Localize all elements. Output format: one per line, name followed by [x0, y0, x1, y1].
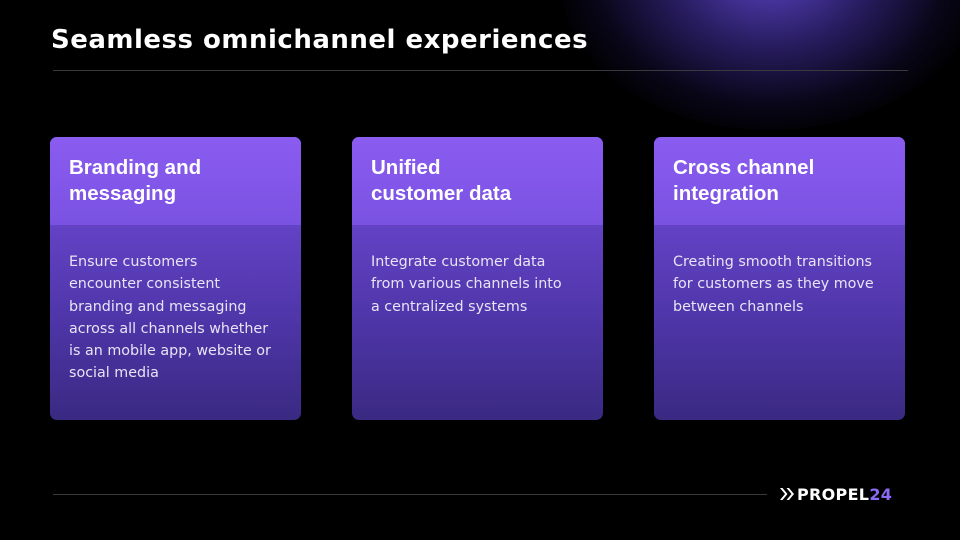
- footer-divider: [53, 494, 767, 495]
- logo-wordmark: PROPEL: [797, 484, 870, 504]
- card-title-line: messaging: [69, 182, 177, 205]
- logo-number: 24: [869, 484, 893, 504]
- card-header: [352, 137, 603, 225]
- slide-title: Seamless omnichannel experiences: [51, 25, 589, 55]
- card-description: Integrate customer data from various cha…: [371, 251, 596, 318]
- card-text-line: is an mobile app, website or: [69, 343, 271, 360]
- card-title-line: Unified: [371, 156, 441, 179]
- card-title: Unified customer data: [371, 155, 591, 207]
- card-branding-messaging: Branding and messaging Ensure customers …: [50, 137, 301, 420]
- card-text-line: branding and messaging: [69, 298, 247, 315]
- double-chevron-icon: [780, 488, 794, 500]
- card-title: Cross channel integration: [673, 155, 893, 207]
- card-description: Creating smooth transitions for customer…: [673, 251, 898, 318]
- card-title-line: Cross channel: [673, 156, 815, 179]
- card-text-line: from various channels into: [371, 276, 562, 293]
- card-header: [50, 137, 301, 225]
- card-text-line: a centralized systems: [371, 298, 528, 315]
- card-text-line: for customers as they move: [673, 276, 874, 293]
- card-title-line: Branding and: [69, 156, 202, 179]
- card-text-line: between channels: [673, 298, 804, 315]
- background-glow: [560, 0, 960, 130]
- feature-cards: Branding and messaging Ensure customers …: [50, 137, 906, 421]
- card-title-line: integration: [673, 182, 779, 205]
- card-description: Ensure customers encounter consistent br…: [69, 251, 294, 385]
- title-divider: [53, 70, 908, 71]
- card-unified-customer-data: Unified customer data Integrate customer…: [352, 137, 603, 420]
- card-text-line: social media: [69, 365, 159, 382]
- card-title-line: customer data: [371, 182, 512, 205]
- card-title: Branding and messaging: [69, 155, 289, 207]
- card-text-line: across all channels whether: [69, 320, 269, 337]
- card-header: [654, 137, 905, 225]
- card-text-line: Integrate customer data: [371, 254, 546, 270]
- card-text-line: encounter consistent: [69, 276, 221, 293]
- card-text-line: Ensure customers: [69, 254, 198, 270]
- card-cross-channel-integration: Cross channel integration Creating smoot…: [654, 137, 905, 420]
- card-text-line: Creating smooth transitions: [673, 254, 873, 270]
